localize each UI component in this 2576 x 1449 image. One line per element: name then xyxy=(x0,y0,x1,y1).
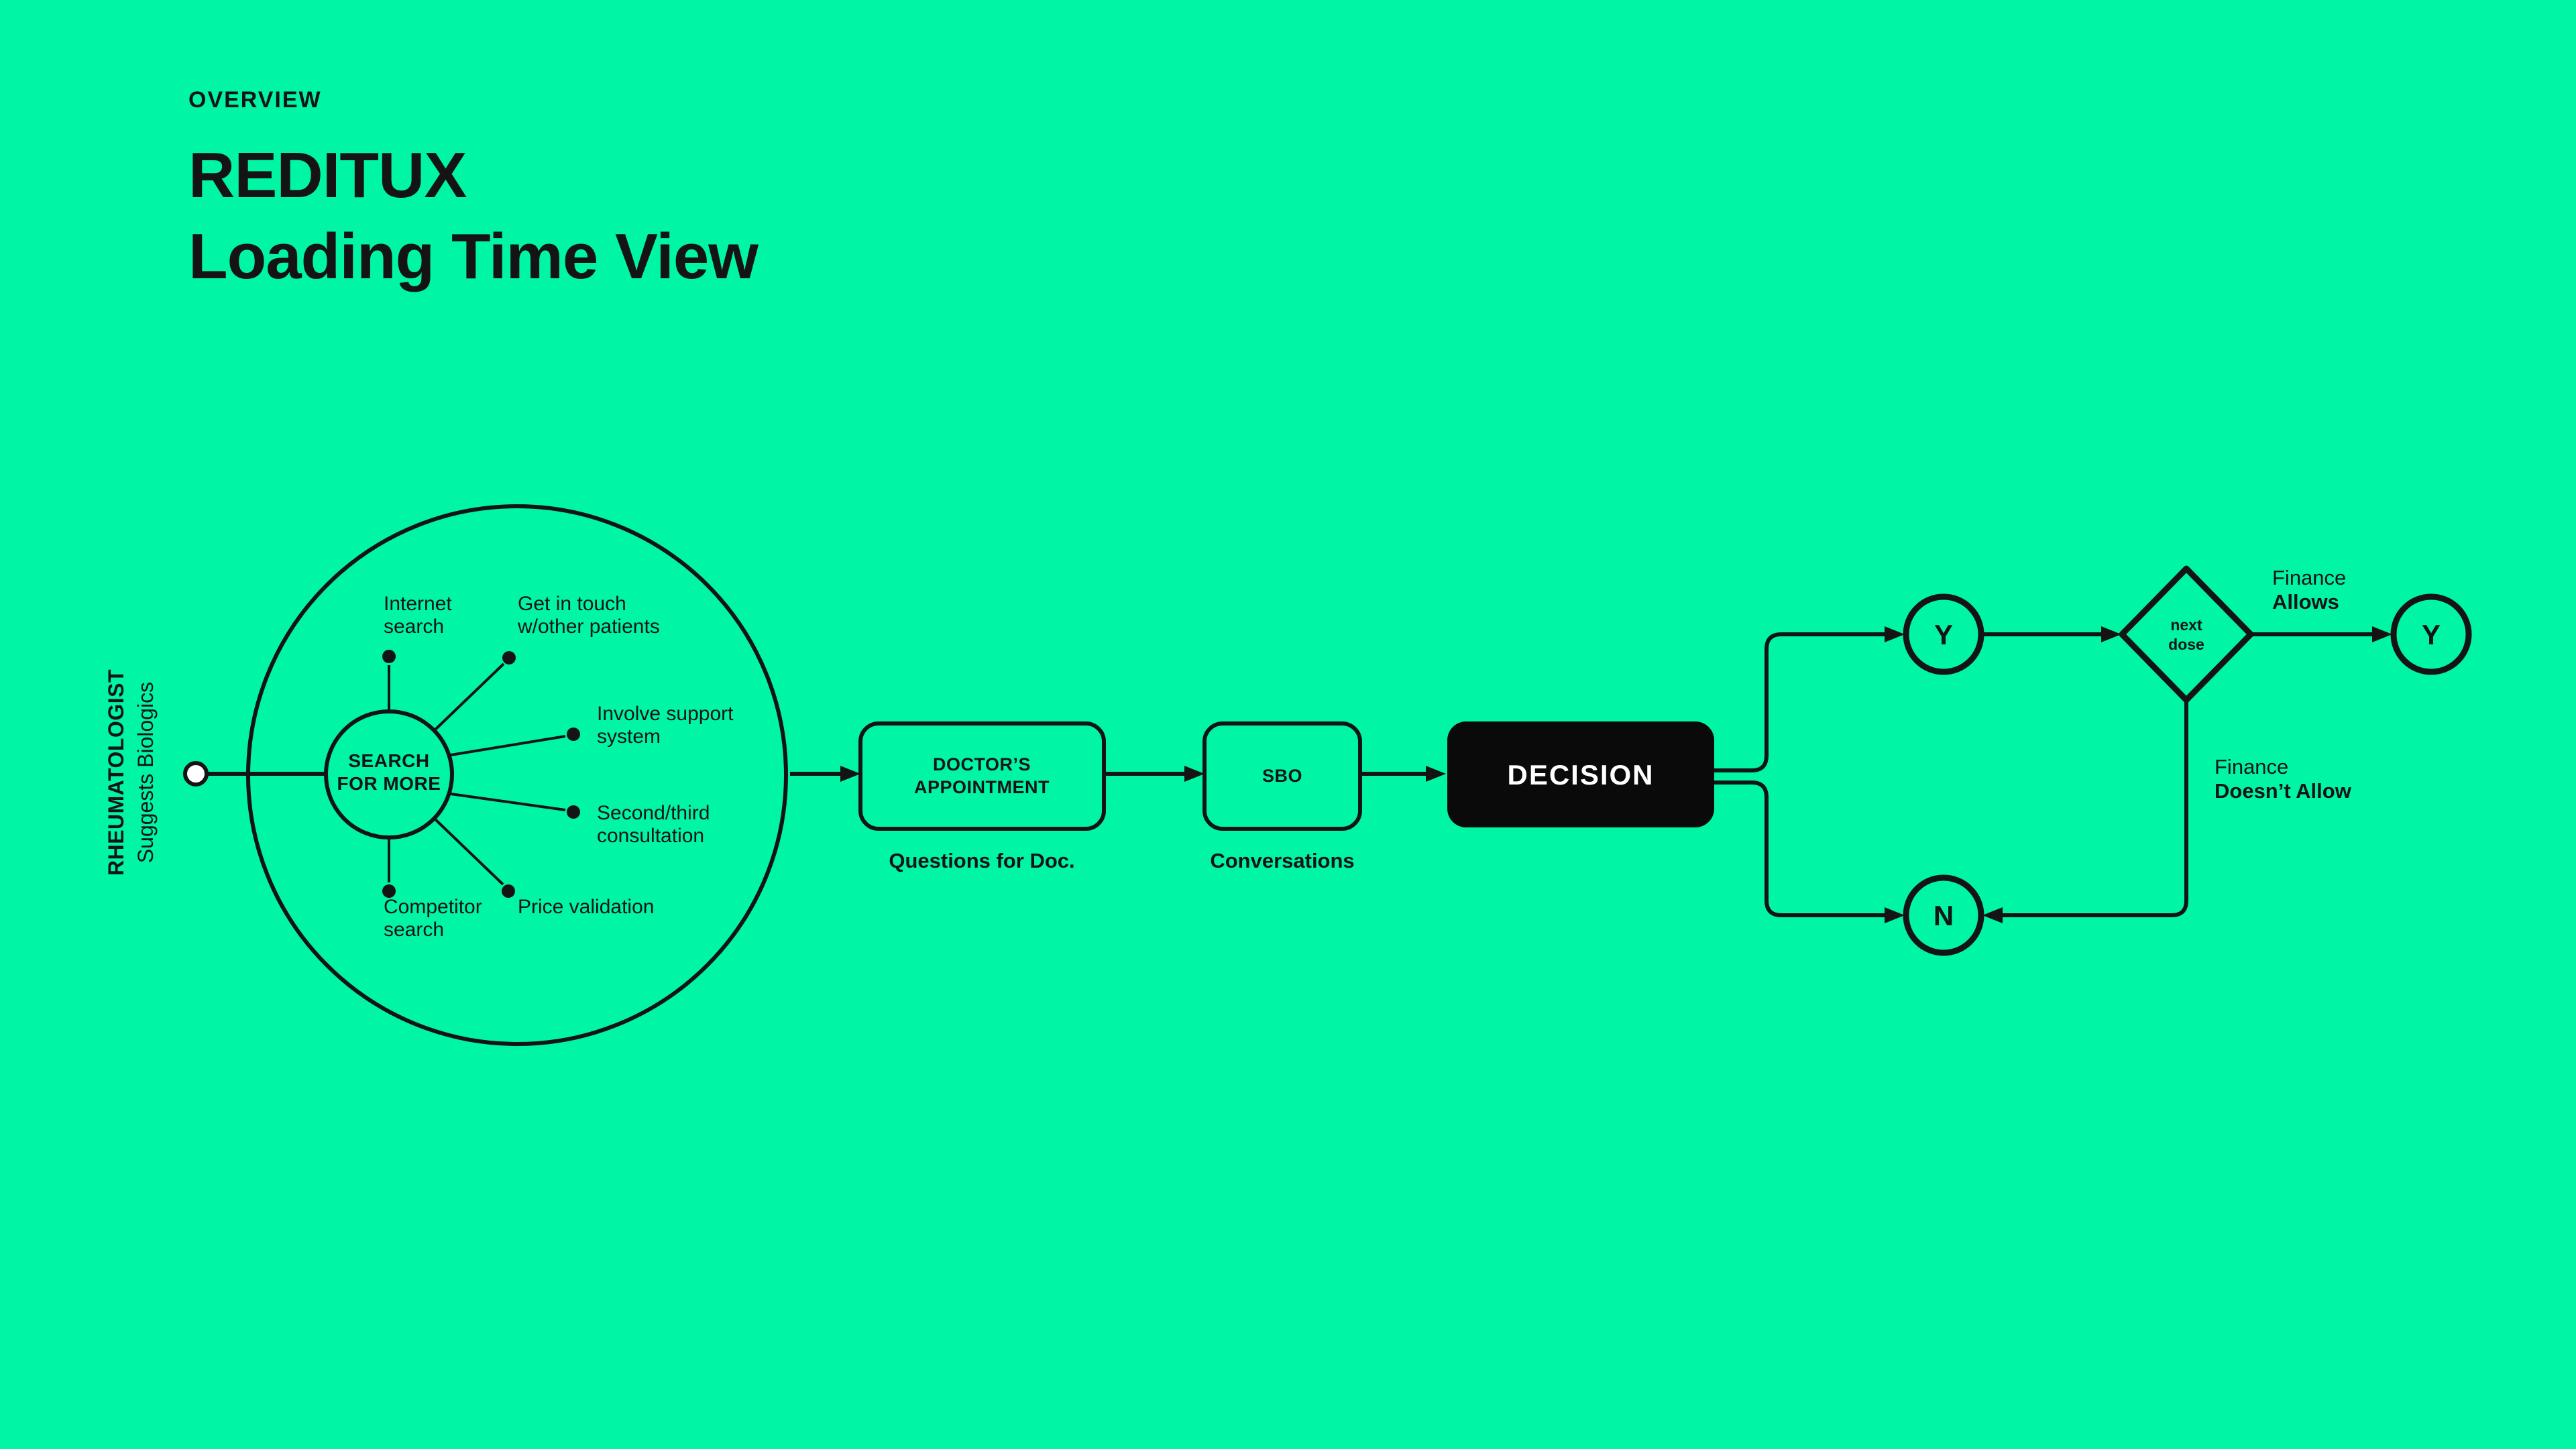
diamond-label-line-2: dose xyxy=(2168,636,2204,653)
yes-node: Y xyxy=(1903,593,1984,675)
arrowhead-right xyxy=(1426,766,1446,782)
page-title: REDITUX Loading Time View xyxy=(188,135,759,297)
spoke-label-line-1: Internet xyxy=(384,593,452,615)
finance-allows-line-1: Finance xyxy=(2272,566,2346,589)
arrowhead-right xyxy=(2372,626,2392,642)
box-outline xyxy=(1202,721,1362,831)
arrowhead-right xyxy=(2101,626,2121,642)
spoke-label-line-1: Competitor xyxy=(384,896,482,918)
doctor-box-line-1: DOCTOR’S xyxy=(933,754,1031,774)
sbo-box-label: SBO xyxy=(1262,766,1302,786)
doctor-box-line-2: APPOINTMENT xyxy=(914,777,1050,797)
connector-diamond-to-no xyxy=(1982,701,2188,923)
spoke-label-line-1: Get in touch xyxy=(518,593,626,615)
spoke-label-line-1: Price validation xyxy=(518,896,654,918)
diamond-label-line-1: next xyxy=(2170,616,2202,634)
spoke-price-validation: Price validation xyxy=(433,817,654,918)
arrowhead-right xyxy=(1184,766,1205,782)
spoke-competitor-search: Competitor search xyxy=(382,838,482,941)
hub-label-line-1: SEARCH xyxy=(348,750,429,771)
finance-allows-line-2: Allows xyxy=(2272,590,2339,614)
connector-yes-to-diamond xyxy=(1982,626,2121,642)
spoke-line xyxy=(450,793,566,811)
spoke-line xyxy=(433,817,504,886)
spoke-dot xyxy=(382,650,396,663)
connector-line xyxy=(1714,632,1886,772)
connector-diamond-to-final-yes xyxy=(2251,626,2392,642)
eyebrow-label: OVERVIEW xyxy=(188,87,322,113)
arrowhead-right xyxy=(1885,626,1905,642)
finance-doesnt-allow-label: Finance Doesn’t Allow xyxy=(2215,755,2352,803)
spoke-label-line-2: consultation xyxy=(597,825,704,847)
spoke-label-line-2: system xyxy=(597,726,661,748)
spoke-get-in-touch: Get in touch w/other patients xyxy=(433,593,660,732)
connector-line xyxy=(1714,780,1886,917)
spoke-dot xyxy=(567,728,580,741)
connector-decision-to-no xyxy=(1714,780,1905,923)
spoke-label-line-1: Second/third xyxy=(597,802,710,824)
spoke-internet-search: Internet search xyxy=(382,593,452,711)
header: OVERVIEW REDITUX Loading Time View xyxy=(188,87,759,297)
spoke-second-third: Second/third consultation xyxy=(450,793,710,847)
spoke-line xyxy=(433,662,505,732)
spoke-label-line-2: search xyxy=(384,919,444,941)
decision-box-label: DECISION xyxy=(1507,759,1654,791)
doctor-appointment-box: DOCTOR’S APPOINTMENT Questions for Doc. xyxy=(858,721,1106,872)
finance-doesnt-line-1: Finance xyxy=(2215,755,2288,778)
title-line-1: REDITUX xyxy=(188,139,467,211)
diamond-outline xyxy=(2119,565,2254,703)
spoke-dot xyxy=(382,884,396,898)
connector-doctor-to-sbo xyxy=(1104,766,1205,782)
spoke-label-line-2: search xyxy=(384,616,444,638)
hub-label-line-2: FOR MORE xyxy=(337,773,441,794)
next-dose-diamond: next dose xyxy=(2119,565,2254,703)
finance-doesnt-line-2: Doesn’t Allow xyxy=(2215,779,2352,803)
no-node: N xyxy=(1903,874,1984,956)
arrowhead-left xyxy=(1982,907,2003,923)
box-outline xyxy=(858,721,1106,831)
no-node-label: N xyxy=(1934,900,1954,931)
spoke-line xyxy=(450,735,566,756)
arrowhead-right xyxy=(840,766,860,782)
hub-circle xyxy=(324,709,454,839)
connector-line xyxy=(2001,701,2188,917)
final-yes-label: Y xyxy=(2422,619,2441,650)
journey-circle xyxy=(246,504,788,1046)
yes-node-circle xyxy=(1903,593,1984,675)
connector-hub-to-doctor xyxy=(790,766,860,782)
decision-box-fill xyxy=(1447,721,1714,827)
connector-decision-to-yes xyxy=(1714,626,1905,772)
start-node xyxy=(183,761,209,787)
finance-allows-label: Finance Allows xyxy=(2272,566,2346,614)
final-yes-node: Y xyxy=(2390,593,2472,675)
no-node-circle xyxy=(1903,874,1984,956)
spoke-label-line-1: Involve support xyxy=(597,703,734,725)
yes-node-label: Y xyxy=(1934,619,1953,650)
spoke-dot xyxy=(502,884,515,898)
title-line-2: Loading Time View xyxy=(188,221,759,292)
spoke-dot xyxy=(502,651,516,664)
spoke-involve-support: Involve support system xyxy=(450,703,734,756)
spoke-label-line-2: w/other patients xyxy=(517,616,660,638)
spoke-dot xyxy=(567,805,580,819)
sbo-box-caption: Conversations xyxy=(1210,849,1354,872)
sbo-box: SBO Conversations xyxy=(1202,721,1362,872)
doctor-box-caption: Questions for Doc. xyxy=(889,849,1074,872)
final-yes-circle xyxy=(2390,593,2472,675)
connector-sbo-to-decision xyxy=(1360,766,1446,782)
decision-box: DECISION xyxy=(1447,721,1714,827)
arrowhead-right xyxy=(1885,907,1905,923)
